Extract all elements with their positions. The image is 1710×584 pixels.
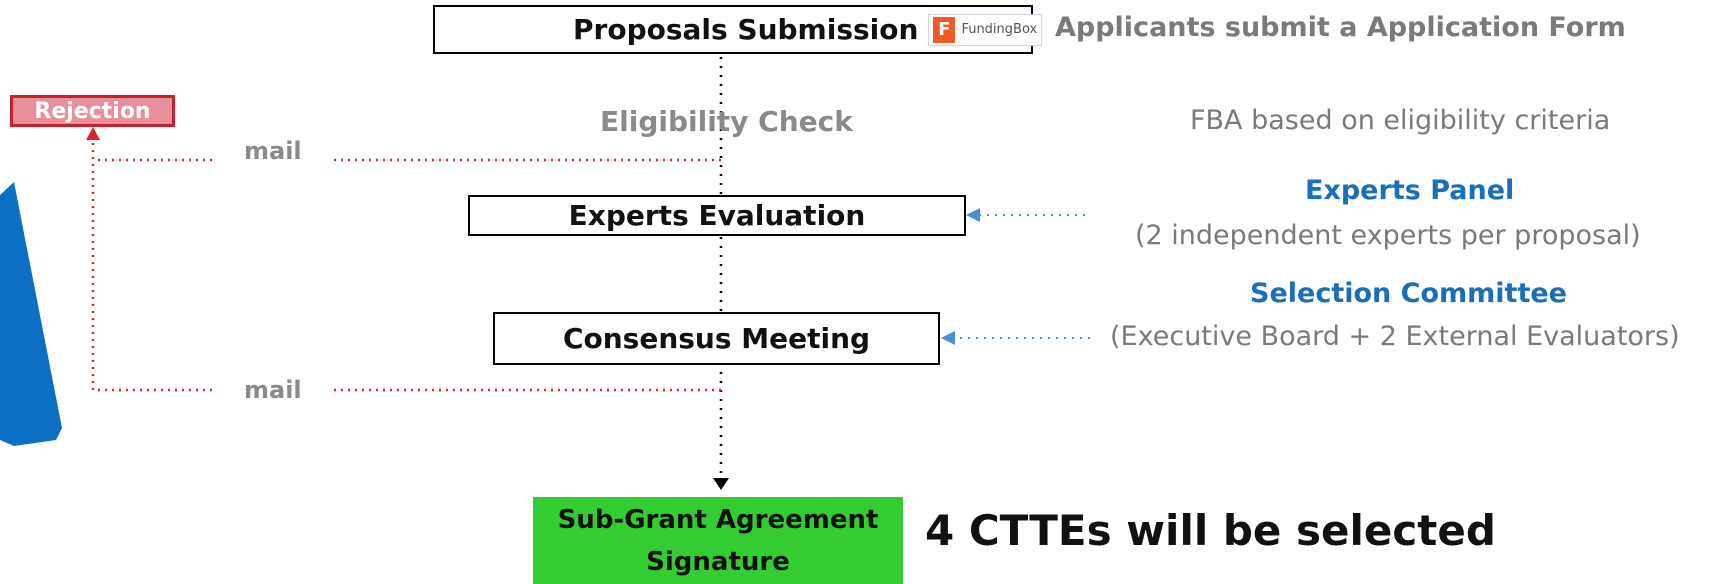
- blue-side-shape: [0, 182, 62, 446]
- fundingbox-logo-mark: F: [933, 16, 956, 43]
- experts-panel-title: Experts Panel: [1305, 175, 1515, 206]
- selection-committee-desc: (Executive Board + 2 External Evaluators…: [1110, 321, 1680, 352]
- applicants-text: Applicants submit a Application Form: [1055, 12, 1626, 43]
- experts-evaluation-label: Experts Evaluation: [568, 199, 866, 232]
- sub-grant-line2: Signature: [646, 546, 790, 577]
- proposals-submission-label: Proposals Submission: [573, 13, 919, 46]
- fba-text: FBA based on eligibility criteria: [1190, 105, 1611, 136]
- rejection-arrowhead: [86, 127, 100, 140]
- consensus-arrowhead: [941, 331, 955, 345]
- experts-evaluation-box: Experts Evaluation: [468, 195, 966, 236]
- sub-grant-line1: Sub-Grant Agreement: [557, 504, 879, 535]
- experts-panel-desc: (2 independent experts per proposal): [1135, 220, 1641, 251]
- selected-count-text: 4 CTTEs will be selected: [925, 506, 1496, 555]
- fundingbox-logo-text: FundingBox: [961, 22, 1038, 37]
- eligibility-check-label: Eligibility Check: [600, 105, 853, 138]
- fundingbox-logo: F FundingBox: [928, 13, 1043, 46]
- selection-committee-title: Selection Committee: [1250, 278, 1567, 309]
- mail-label-upper: mail: [244, 137, 302, 165]
- sub-grant-agreement-box: Sub-Grant Agreement Signature: [533, 497, 903, 584]
- experts-arrowhead: [966, 208, 980, 222]
- rejection-box: Rejection: [10, 95, 175, 127]
- mail-label-lower: mail: [244, 376, 302, 404]
- consensus-meeting-label: Consensus Meeting: [562, 322, 871, 355]
- proposals-submission-box: Proposals Submission F FundingBox: [433, 5, 1043, 54]
- consensus-meeting-box: Consensus Meeting: [493, 312, 940, 365]
- main-flow-arrowhead: [713, 478, 729, 490]
